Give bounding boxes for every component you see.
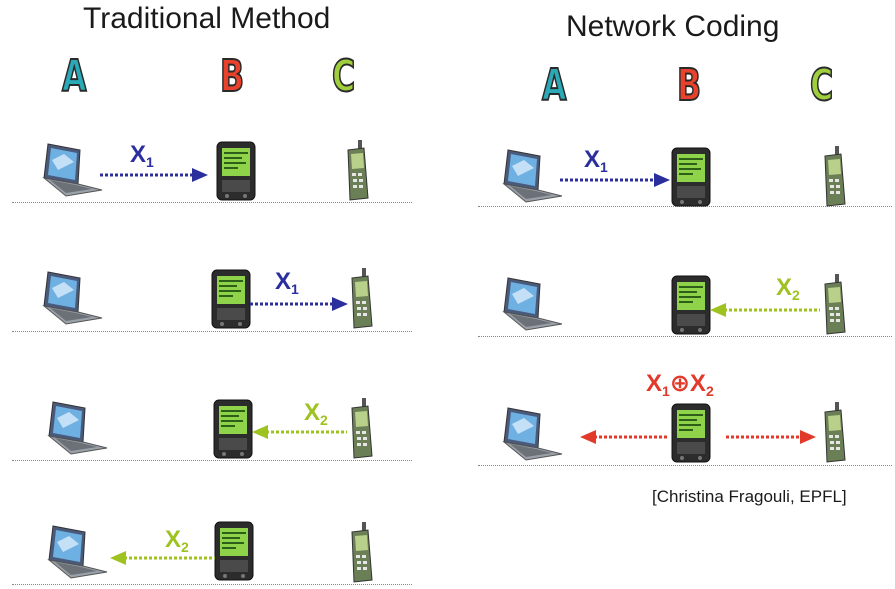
packet-subscript: 2 (792, 287, 800, 303)
left-step-1-arrow (100, 168, 208, 182)
right-step-3-coded-packet: X1⊕X2 (646, 370, 714, 399)
packet-subscript: 1 (662, 383, 670, 399)
pda-icon (671, 147, 711, 207)
left-step-2-arrow (250, 297, 348, 311)
phone-icon (351, 268, 373, 329)
citation: [Christina Fragouli, EPFL] (652, 487, 847, 506)
left-step-2-packet: X1 (275, 268, 299, 297)
pda-icon (211, 269, 251, 329)
packet-subscript: 2 (320, 412, 328, 428)
left-step-3-packet: X2 (304, 399, 328, 428)
left-step-4-arrow (110, 551, 215, 565)
left-step-3-arrow (252, 425, 347, 439)
laptop-icon (502, 277, 563, 331)
right-node-label-c: C (809, 60, 834, 111)
pda-icon (671, 275, 711, 335)
laptop-icon (47, 525, 108, 579)
left-step-3-baseline (12, 460, 412, 461)
pda-icon (214, 521, 254, 581)
phone-icon (351, 522, 373, 583)
left-step-2-baseline (12, 331, 412, 332)
left-step-4-baseline (12, 584, 412, 585)
left-node-label-c: C (331, 51, 356, 102)
laptop-icon (502, 407, 563, 461)
phone-icon (824, 146, 846, 207)
right-node-label-b: B (676, 60, 702, 111)
pda-icon (671, 403, 711, 463)
left-node-label-b: B (219, 51, 245, 102)
right-step-3-baseline (478, 465, 892, 466)
right-step-3-right-arrow (726, 430, 816, 444)
phone-icon (347, 140, 369, 201)
packet-letter: X (776, 274, 793, 301)
right-step-2-arrow (710, 303, 820, 317)
packet-letter: X (646, 370, 663, 397)
right-step-2-packet: X2 (776, 274, 800, 303)
packet-letter: X (304, 399, 321, 426)
pda-icon (216, 141, 256, 201)
right-node-label-a: A (541, 60, 567, 111)
packet-letter: X (165, 526, 182, 553)
packet-subscript: 1 (146, 154, 154, 170)
right-step-2-baseline (478, 336, 892, 337)
packet-letter: X (584, 146, 601, 173)
phone-icon (351, 398, 373, 459)
packet-subscript: 2 (705, 383, 714, 399)
right-step-3-left-arrow (580, 430, 668, 444)
packet-letter: X (689, 370, 706, 397)
left-node-label-a: A (61, 51, 87, 102)
right-step-1-packet: X1 (584, 146, 608, 175)
left-step-4-packet: X2 (165, 526, 189, 555)
packet-letter: X (130, 141, 147, 168)
laptop-icon (42, 271, 103, 325)
phone-icon (824, 402, 846, 463)
packet-subscript: 1 (600, 159, 608, 175)
packet-subscript: 2 (181, 539, 189, 555)
left-panel-title: Traditional Method (83, 2, 331, 35)
laptop-icon (42, 143, 103, 197)
packet-subscript: 1 (291, 281, 299, 297)
xor-operator: ⊕ (669, 370, 690, 397)
left-step-1-packet: X1 (130, 141, 154, 170)
right-step-1-arrow (560, 173, 670, 187)
packet-letter: X (275, 268, 292, 295)
right-panel-title: Network Coding (566, 10, 780, 43)
laptop-icon (47, 401, 108, 455)
laptop-icon (502, 149, 563, 203)
pda-icon (213, 399, 253, 459)
left-step-1-baseline (12, 202, 412, 203)
phone-icon (824, 274, 846, 335)
